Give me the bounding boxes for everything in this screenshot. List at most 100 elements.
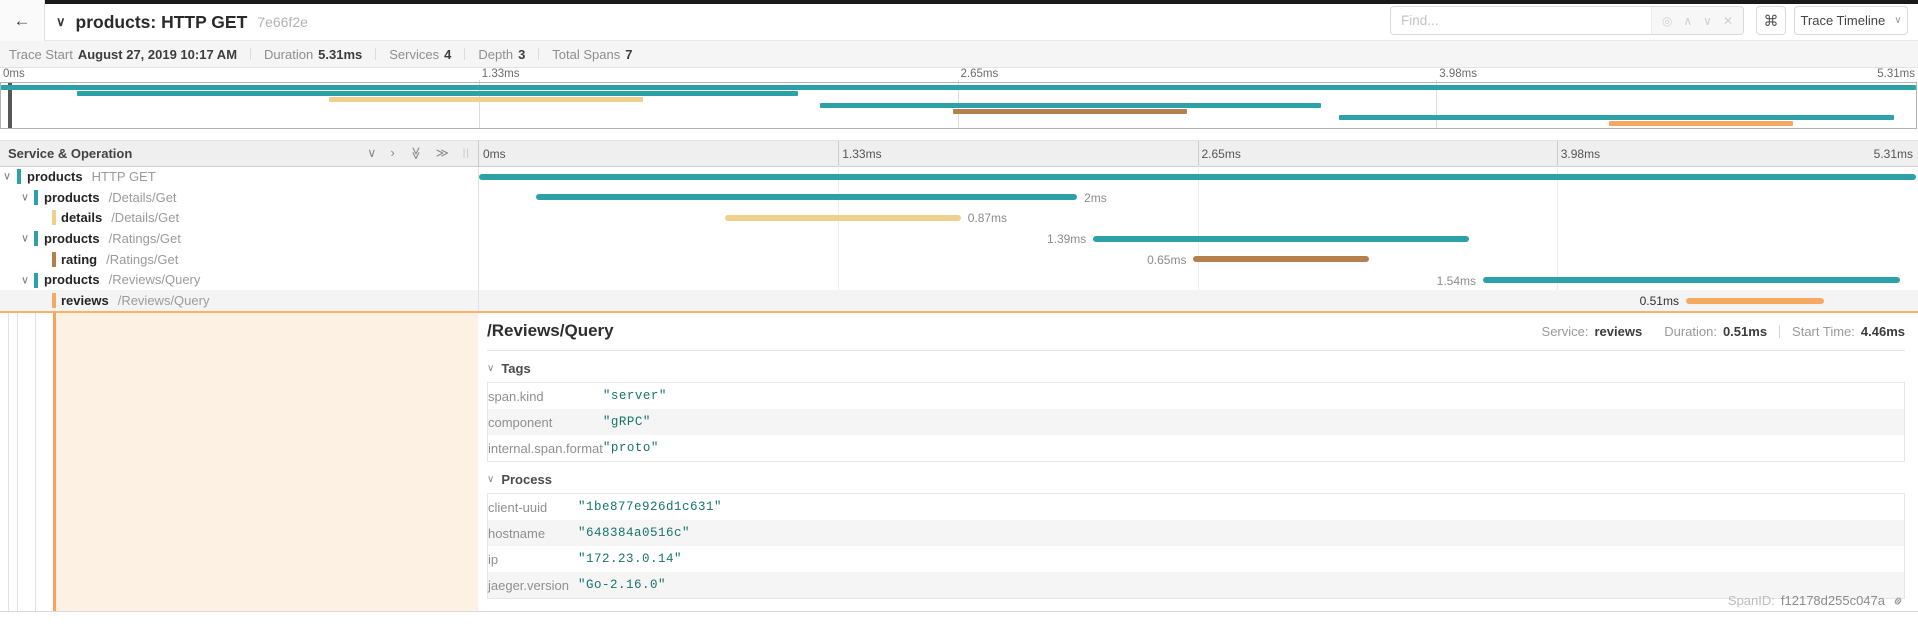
minimap-span-bar	[329, 97, 643, 102]
span-duration-label: 0.51ms	[1639, 294, 1679, 309]
service-color-marker	[52, 293, 56, 309]
span-operation-name: /Ratings/Get	[106, 251, 179, 267]
span-duration-bar[interactable]	[1685, 297, 1824, 304]
section-title: Tags	[501, 361, 531, 376]
start-time-value: 4.46ms	[1860, 324, 1905, 339]
prev-result-icon[interactable]: ∧	[1683, 13, 1693, 28]
column-divider[interactable]	[478, 167, 479, 311]
section-header-tags[interactable]: ∨Tags	[487, 361, 1905, 376]
summary-label: Services	[389, 46, 440, 62]
section-header-process[interactable]: ∨Process	[487, 472, 1905, 487]
span-duration-bar[interactable]	[479, 173, 1916, 180]
minimap-gridline	[1436, 80, 1438, 129]
next-result-icon[interactable]: ∨	[1703, 13, 1712, 28]
collapse-trace-chevron-icon[interactable]: ∨	[56, 14, 66, 29]
ruler-tick	[838, 141, 840, 166]
kv-key: component	[488, 414, 553, 430]
clear-search-icon[interactable]: ✕	[1722, 13, 1733, 28]
kv-key: ip	[488, 551, 499, 567]
ruler-tick-label: 1.33ms	[842, 147, 882, 161]
span-duration-bar[interactable]	[535, 194, 1078, 201]
kv-value: "gRPC"	[602, 415, 651, 429]
span-duration-bar[interactable]	[725, 214, 961, 221]
span-operation-name: /Details/Get	[108, 189, 177, 205]
minimap-tick-label: 2.65ms	[960, 68, 999, 80]
span-id-label: SpanID:	[1727, 593, 1775, 608]
span-duration-bar[interactable]	[1193, 256, 1370, 263]
service-operation-header: Service & Operation ∨ › ≫ ≫ ||	[0, 140, 479, 167]
back-arrow-icon: ←	[13, 10, 31, 30]
kv-row: span.kind"server"	[488, 383, 1905, 410]
summary-label: Depth	[478, 46, 514, 62]
column-resize-grip[interactable]: ||	[462, 147, 470, 159]
back-button[interactable]: ←	[0, 0, 45, 41]
service-value: reviews	[1594, 324, 1643, 339]
collapse-one-icon[interactable]: ∨	[367, 146, 377, 161]
span-expander-icon[interactable]: ∨	[21, 232, 30, 245]
duration-label: Duration:	[1664, 324, 1717, 339]
ruler-tick-label: 0ms	[483, 147, 506, 161]
collapse-all-icon[interactable]: ≫	[408, 146, 423, 161]
minimap-span-bar	[953, 109, 1188, 114]
indent-guide	[8, 313, 9, 611]
find-box[interactable]: Find... ◎ ∧ ∨ ✕	[1390, 6, 1744, 35]
span-service-name: rating	[61, 251, 98, 267]
span-duration-bar[interactable]	[1483, 277, 1900, 284]
span-detail-header[interactable]: /Reviews/Query Service: reviews Duration…	[487, 321, 1905, 351]
span-duration-bar[interactable]	[1093, 235, 1470, 242]
span-expander-icon[interactable]: ∨	[21, 274, 30, 287]
span-service-name: products	[44, 230, 100, 246]
span-duration-label: 2ms	[1084, 190, 1107, 205]
find-input[interactable]: Find...	[1401, 13, 1439, 28]
expand-all-icon[interactable]: ≫	[435, 146, 449, 161]
top-nav-strip	[45, 0, 1918, 4]
timeline-gridline	[1556, 166, 1558, 311]
span-operation-name: HTTP GET	[91, 168, 156, 184]
summary-label: Trace Start	[9, 46, 73, 62]
span-row[interactable]: ∨ products/Details/Get 2ms	[0, 187, 1918, 208]
span-operation-name: /Details/Get	[111, 210, 180, 226]
keyboard-shortcuts-button[interactable]: ⌘	[1756, 6, 1786, 35]
span-duration-label: 1.54ms	[1436, 273, 1477, 288]
duration-value: 0.51ms	[1722, 324, 1768, 339]
span-expander-icon[interactable]: ∨	[21, 191, 30, 204]
minimap-scrubber-handle[interactable]	[8, 83, 12, 128]
minimap-span-bar	[1338, 115, 1895, 120]
expand-one-icon[interactable]: ›	[390, 146, 395, 161]
summary-divider	[250, 48, 252, 60]
trace-view-selector[interactable]: Trace Timeline ∨	[1794, 6, 1908, 35]
trace-view-label: Trace Timeline	[1800, 13, 1886, 28]
summary-divider	[375, 48, 377, 60]
minimap-span-bar	[76, 91, 798, 96]
kv-row: internal.span.format"proto"	[488, 435, 1905, 462]
service-color-marker	[52, 210, 56, 226]
match-icon[interactable]: ◎	[1661, 13, 1673, 28]
meta-divider	[1779, 325, 1781, 338]
span-service-name: details	[61, 210, 103, 226]
kv-table-process: client-uuid"1be877e926d1c631"hostname"64…	[487, 493, 1905, 599]
kv-row: jaeger.version"Go-2.16.0"	[487, 572, 1905, 599]
span-service-name: products	[44, 189, 100, 205]
span-detail-card: /Reviews/Query Service: reviews Duration…	[487, 321, 1905, 599]
link-icon[interactable]	[1891, 594, 1905, 608]
span-operation-name: /Reviews/Query	[108, 272, 201, 288]
kv-table-tags: span.kind"server" component "gRPC" internal…	[487, 382, 1905, 462]
minimap-span-bar	[819, 103, 1321, 108]
indent-guide	[17, 313, 18, 611]
kv-value: "Go-2.16.0"	[578, 578, 667, 592]
ruler-tick-label: 3.98ms	[1560, 147, 1601, 161]
kv-row: component "gRPC"	[487, 409, 1905, 435]
span-expander-icon[interactable]: ∨	[3, 170, 12, 183]
minimap-canvas[interactable]	[0, 82, 1917, 129]
section-title: Process	[501, 472, 552, 487]
span-meta: Service: reviews Duration: 0.51ms Start …	[1542, 324, 1905, 339]
